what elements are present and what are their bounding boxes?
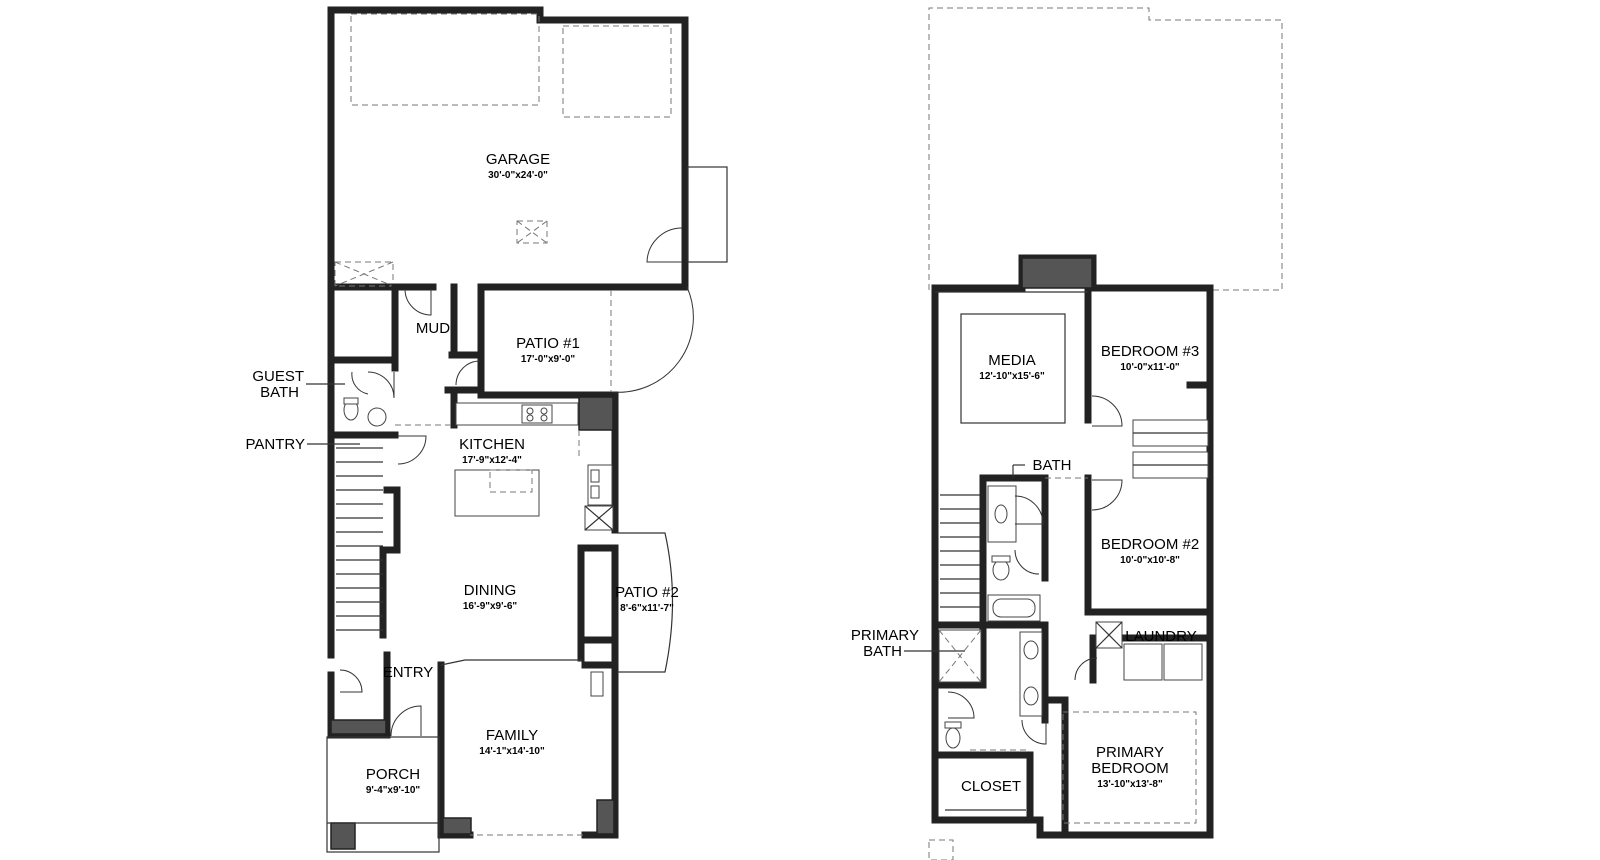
patio1-dim: 17'-0"x9'-0" (521, 354, 576, 365)
porch-dim: 9'-4"x9'-10" (366, 785, 421, 796)
family-bay (440, 659, 582, 666)
bedroom3-dim: 10'-0"x11'-0" (1120, 362, 1180, 373)
media-room (935, 291, 1088, 424)
garage-label: GARAGE (486, 151, 550, 168)
entry-label: ENTRY (383, 664, 434, 681)
kitchen-label: KITCHEN (459, 436, 525, 453)
patio2-dim: 8'-6"x11'-7" (620, 603, 674, 614)
primary-bedroom-label-1: PRIMARY (1096, 744, 1164, 761)
second-floor-labels: MEDIA 12'-10"x15'-6" BEDROOM #3 10'-0"x1… (851, 343, 1199, 795)
closet-label: CLOSET (961, 778, 1021, 795)
family-label: FAMILY (486, 727, 538, 744)
laundry-label: LAUNDRY (1125, 628, 1196, 645)
patio1-label: PATIO #1 (516, 335, 580, 352)
laundry-fixtures (1074, 621, 1203, 681)
guest-bath-label-1: GUEST (252, 368, 304, 385)
primary-bedroom-dim: 13'-10"x13'-8" (1097, 779, 1163, 790)
media-dim: 12'-10"x15'-6" (979, 371, 1045, 382)
pantry-label: PANTRY (246, 436, 305, 453)
family-dim: 14'-1"x14'-10" (479, 746, 545, 757)
kitchen-dim: 17'-9"x12'-4" (462, 455, 522, 466)
media-label: MEDIA (988, 352, 1036, 369)
doors-first (339, 288, 583, 836)
bath-label: BATH (1033, 457, 1072, 474)
first-floor-plan: GARAGE 30'-0"x24'-0" MUD PATIO #1 17'-0"… (246, 6, 728, 853)
kitchen-fixtures (454, 402, 614, 697)
guest-bath-fixtures (343, 371, 395, 427)
patio-2-area (617, 532, 674, 673)
porch-label: PORCH (366, 766, 420, 783)
second-floor-stairs (940, 494, 980, 608)
dining-dim: 16'-9"x9'-6" (463, 601, 518, 612)
first-floor-stairs (336, 447, 383, 631)
mud-label: MUD (416, 320, 450, 337)
first-floor-labels: GARAGE 30'-0"x24'-0" MUD PATIO #1 17'-0"… (246, 151, 679, 796)
primary-bath-label-2: BATH (863, 643, 902, 660)
hall-bath-fixtures (987, 485, 1044, 622)
primary-bedroom-room (928, 711, 1197, 860)
second-floor-plan: MEDIA 12'-10"x15'-6" BEDROOM #3 10'-0"x1… (851, 7, 1283, 860)
dining-label: DINING (464, 582, 517, 599)
garage-roof-outline (928, 7, 1283, 291)
garage-dim: 30'-0"x24'-0" (488, 170, 548, 181)
guest-bath-label-2: BATH (260, 384, 299, 401)
patio2-label: PATIO #2 (615, 584, 679, 601)
first-floor-walls (327, 283, 619, 850)
bedroom2-label: BEDROOM #2 (1101, 536, 1199, 553)
patio-1-area (610, 286, 694, 393)
primary-bedroom-label-2: BEDROOM (1091, 760, 1169, 777)
bedroom3-label: BEDROOM #3 (1101, 343, 1199, 360)
primary-bath-fixtures (938, 629, 1047, 751)
primary-bath-label-1: PRIMARY (851, 627, 919, 644)
bedroom-closets (1045, 395, 1209, 511)
garage-area (327, 6, 728, 374)
porch-area (326, 705, 440, 853)
bedroom2-dim: 10'-0"x10'-8" (1120, 555, 1180, 566)
